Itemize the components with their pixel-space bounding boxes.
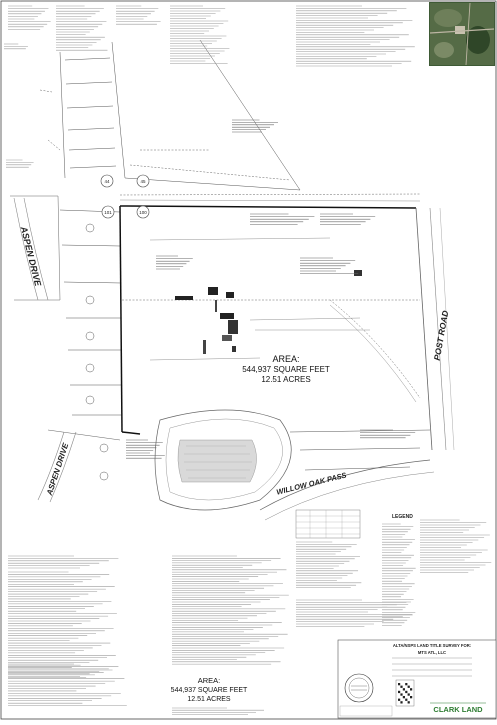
area-label: AREA:: [198, 676, 221, 685]
curve-table: [295, 509, 361, 539]
qr-cell: [398, 698, 401, 701]
title-heading: ALTA/NSPS LAND TITLE SURVEY FOR:: [393, 643, 471, 648]
main-parcel-boundary: [119, 193, 421, 435]
qr-cell: [398, 690, 401, 694]
lot-circle-45: 45: [136, 174, 150, 188]
legend: LEGEND: [382, 514, 416, 626]
area-callout-main: AREA: 544,937 SQUARE FEET 12.51 ACRES: [242, 354, 330, 384]
parcel-interior: [122, 237, 421, 403]
qr-cell: [407, 701, 410, 704]
qr-cell: [405, 683, 408, 686]
qr-cell: [400, 693, 403, 696]
qr-cell: [400, 701, 403, 704]
aspen-drive-lower-road: ASPEN DRIVE: [37, 429, 121, 503]
qr-cell: [398, 683, 401, 686]
notes-lower: [8, 519, 492, 715]
lot-circle-44: 44: [100, 174, 114, 188]
area-label: AREA:: [272, 354, 299, 364]
area-callout-bottom: AREA: 544,937 SQUARE FEET 12.51 ACRES: [171, 676, 248, 703]
legend-title: LEGEND: [392, 514, 413, 520]
lot-circle-101: 101: [101, 205, 115, 219]
lot-number: 44: [104, 179, 110, 184]
qr-cell: [407, 693, 410, 696]
street-label: WILLOW OAK PASS: [275, 471, 347, 497]
qr-cell: [405, 690, 408, 694]
street-label: ASPEN DRIVE: [18, 224, 43, 288]
qr-cell: [400, 685, 403, 688]
upper-parcel: [111, 39, 301, 191]
qr-cell: [402, 696, 405, 699]
title-block: ALTA/NSPS LAND TITLE SURVEY FOR: MTS ATL…: [337, 639, 497, 719]
area-acres: 12.51 ACRES: [261, 375, 310, 384]
surveyor-seal: [344, 673, 374, 703]
qr-cell: [410, 696, 413, 699]
area-sqft: 544,937 SQUARE FEET: [242, 365, 330, 374]
lot-number: 45: [140, 179, 146, 184]
vicinity-map: [429, 2, 495, 66]
lot-number: 101: [104, 210, 112, 215]
qr-cell: [402, 688, 405, 691]
brand-name: CLARK LAND: [433, 705, 483, 714]
pond-area: [154, 409, 292, 511]
street-label: ASPEN DRIVE: [45, 441, 71, 497]
aspen-drive-upper-road: ASPEN DRIVE: [10, 195, 61, 301]
lot-number: 100: [139, 210, 147, 215]
lots-bottom-right: [289, 429, 431, 471]
title-client: MTS ATL, LLC: [418, 650, 446, 655]
qr-cell: [405, 698, 408, 701]
area-sqft: 544,937 SQUARE FEET: [171, 687, 248, 694]
lots-left-upper: [39, 51, 117, 179]
lots-left-middle: [59, 209, 122, 416]
post-road: POST ROAD: [415, 207, 455, 451]
lot-circle-100: 100: [136, 205, 150, 219]
qr-cell: [407, 685, 410, 688]
area-acres: 12.51 ACRES: [187, 696, 231, 703]
qr-cell: [410, 688, 413, 691]
